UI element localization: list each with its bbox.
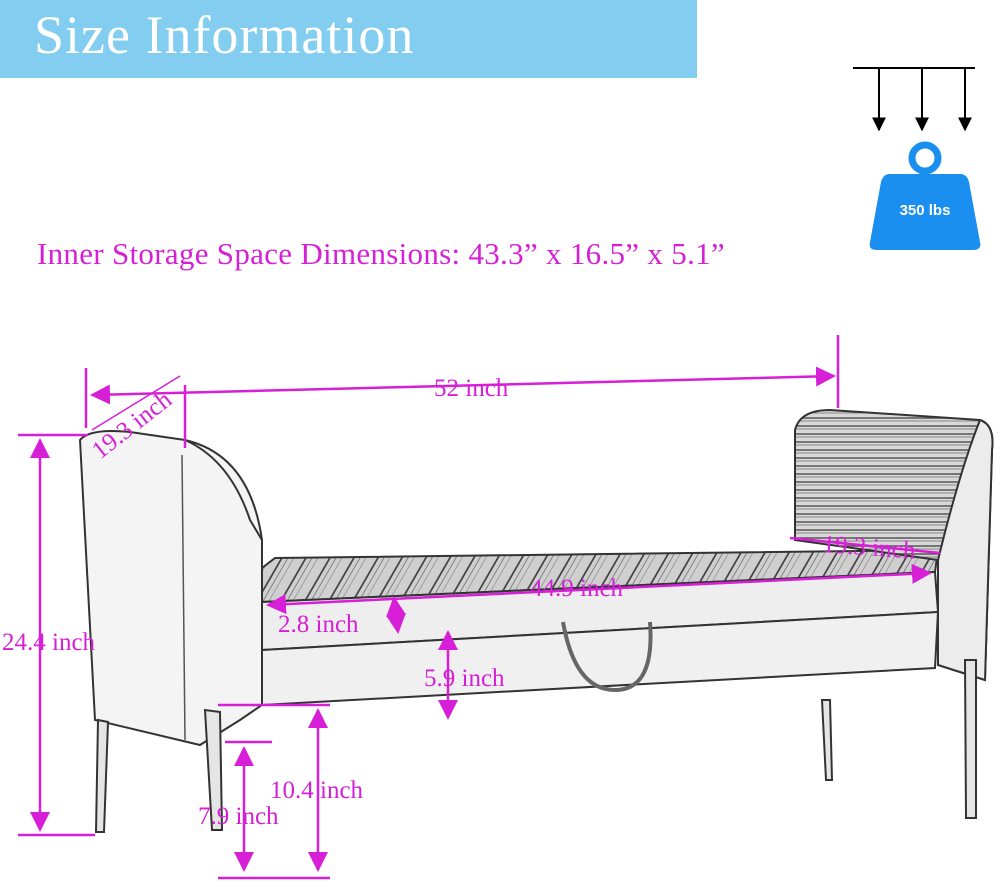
seat-width-label: 44.9 inch xyxy=(530,575,624,602)
bench-sketch xyxy=(78,408,994,833)
leg-height-label: 7.9 inch xyxy=(198,803,279,830)
left-arm xyxy=(78,430,263,747)
front-leg-left xyxy=(94,718,110,833)
seat-depth-label: 19.3 inch xyxy=(822,531,917,564)
storage-dimensions-label: Inner Storage Space Dimensions: 43.3” x … xyxy=(37,236,725,271)
page-title: Size Information xyxy=(34,5,415,65)
load-arrows xyxy=(853,67,975,132)
front-leg-right xyxy=(963,659,977,819)
rear-leg-right xyxy=(820,699,834,781)
total-height-label: 24.4 inch xyxy=(2,629,96,656)
front-leg-center xyxy=(203,708,224,831)
storage-height-label: 5.9 inch xyxy=(424,665,505,692)
lid-height-label: 2.8 inch xyxy=(278,611,359,638)
weight-capacity-label: 350 lbs xyxy=(900,202,951,219)
width-overall-label: 52 inch xyxy=(434,375,509,402)
seat-height-label: 10.4 inch xyxy=(270,777,364,804)
right-arm-side xyxy=(937,418,994,682)
lid-handle xyxy=(561,621,653,693)
weight-icon: 350 lbs xyxy=(869,141,981,250)
dimension-lines xyxy=(18,335,941,880)
header-banner: Size Information xyxy=(0,0,697,78)
